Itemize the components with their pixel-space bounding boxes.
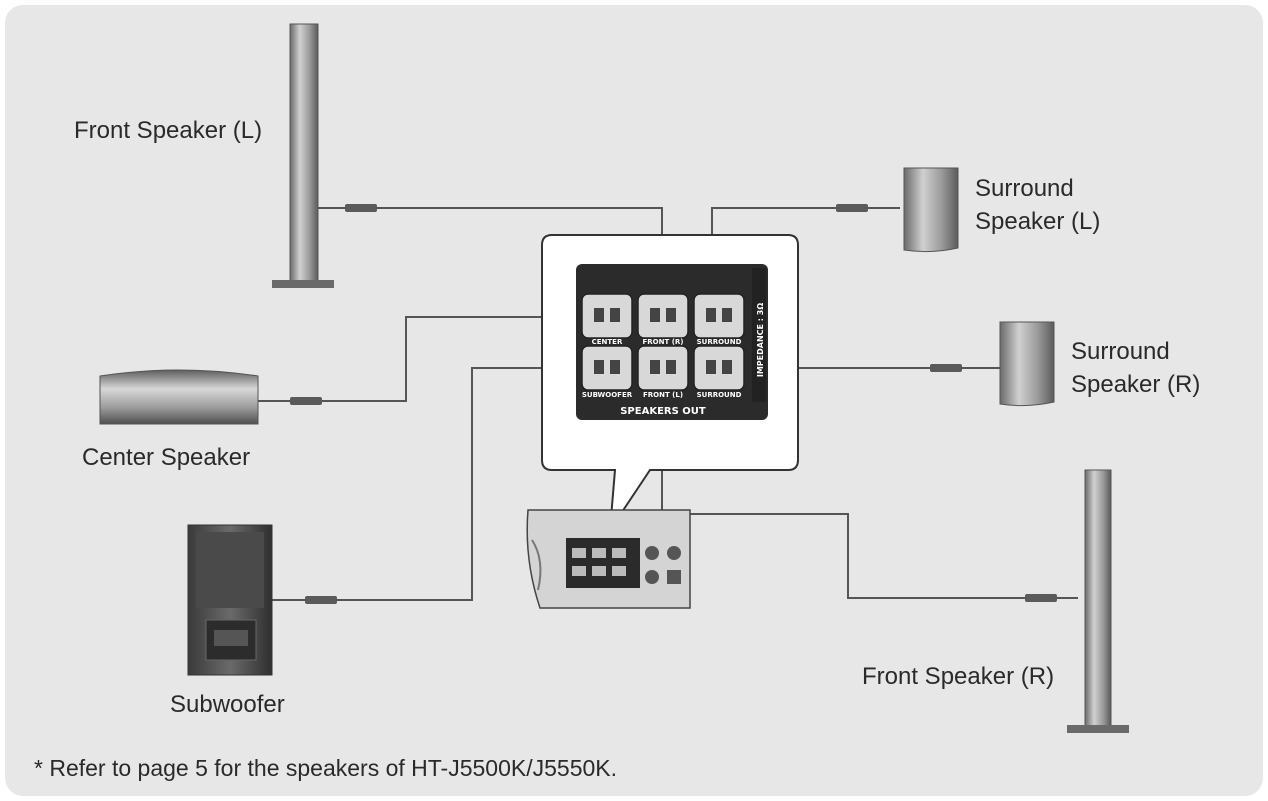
surround-speaker-left-label-line1: Surround <box>975 175 1074 202</box>
subwoofer-label: Subwoofer <box>170 691 285 718</box>
terminal-callout: CENTER FRONT (R) SURROUND SUBWOOFER FRON… <box>541 234 799 531</box>
impedance-label: IMPEDANCE : 3Ω <box>756 303 765 377</box>
terminal-label-surround-bottom: SURROUND <box>697 391 742 399</box>
surround-speaker-right-label-line1: Surround <box>1071 338 1170 365</box>
wire-plugs <box>290 204 1057 604</box>
center-speaker-label: Center Speaker <box>82 444 251 471</box>
terminal-label-front-right: FRONT (R) <box>643 338 684 346</box>
speakers-out-label: SPEAKERS OUT <box>620 406 706 417</box>
terminal-label-front-left: FRONT (L) <box>643 391 683 399</box>
footnote: * Refer to page 5 for the speakers of HT… <box>34 755 618 781</box>
main-unit-icon <box>526 509 691 609</box>
surround-speaker-left-label-line2: Speaker (L) <box>975 208 1101 235</box>
wire-center <box>258 316 596 402</box>
surround-speaker-right-label-line2: Speaker (R) <box>1071 371 1201 398</box>
front-speaker-left-icon <box>272 23 334 288</box>
terminal-label-surround-top: SURROUND <box>697 338 742 346</box>
front-speaker-right-icon <box>1067 469 1129 733</box>
front-speaker-left-label: Front Speaker (L) <box>74 117 263 144</box>
terminal-label-center: CENTER <box>592 338 623 346</box>
subwoofer-icon <box>187 524 273 676</box>
surround-speaker-left-icon <box>903 167 959 253</box>
wire-subwoofer <box>270 367 598 601</box>
terminal-label-subwoofer: SUBWOOFER <box>582 391 633 399</box>
front-speaker-right-label: Front Speaker (R) <box>862 663 1055 690</box>
surround-speaker-right-icon <box>999 321 1055 407</box>
center-speaker-icon <box>99 369 259 425</box>
